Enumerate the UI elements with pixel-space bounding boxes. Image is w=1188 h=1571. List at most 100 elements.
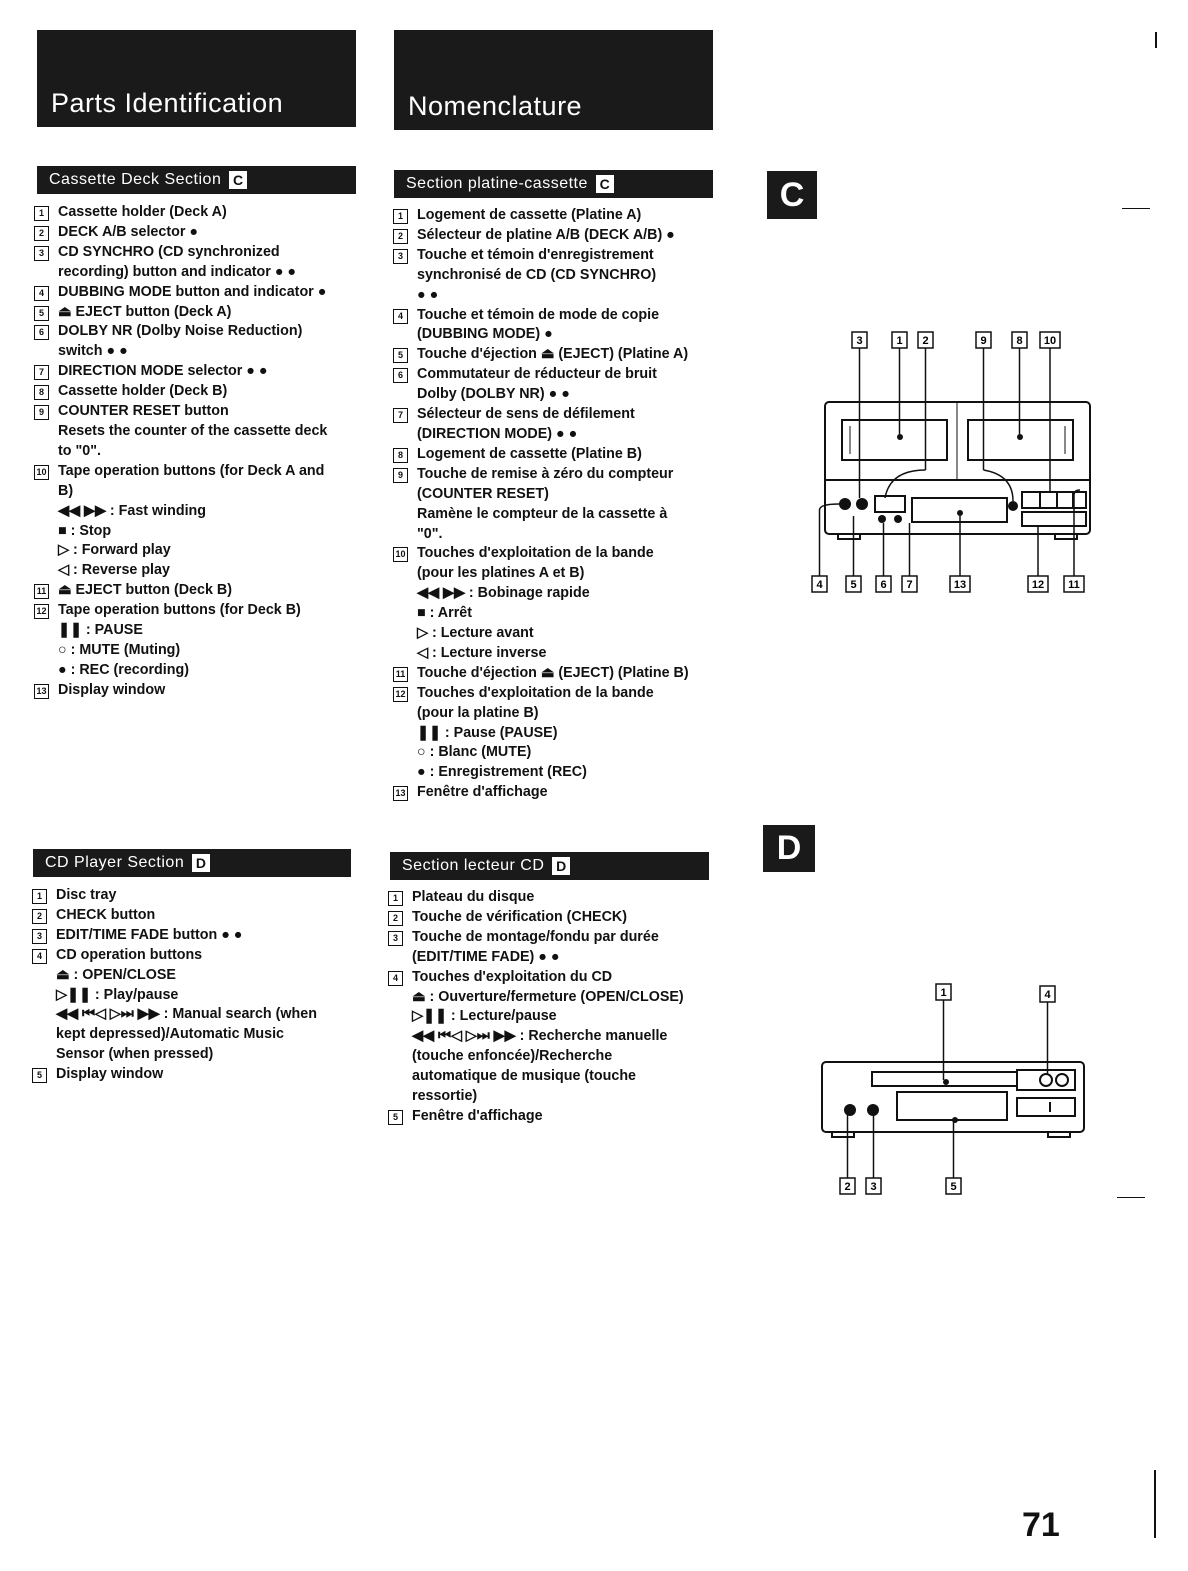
edge-dash-2 bbox=[1117, 1197, 1145, 1198]
svg-text:12: 12 bbox=[1032, 579, 1044, 591]
callout-bottom-2: 2 bbox=[839, 1177, 856, 1195]
item-text: kept depressed)/Automatic Music bbox=[56, 1026, 285, 1043]
item-number-box: 4 bbox=[393, 308, 408, 324]
item-text: Tape operation buttons (for Deck A and bbox=[58, 462, 325, 479]
item-number-box: 1 bbox=[34, 206, 49, 221]
item-text: (COUNTER RESET) bbox=[417, 485, 549, 502]
list-item: automatique de musique (touche bbox=[388, 1067, 733, 1087]
item-number-box: 10 bbox=[34, 464, 49, 480]
list-item: synchronisé de CD (CD SYNCHRO) bbox=[393, 266, 738, 286]
item-text: Commutateur de réducteur de bruit bbox=[417, 366, 657, 383]
svg-text:6: 6 bbox=[880, 579, 886, 591]
callout-bottom-13: 13 bbox=[949, 575, 971, 593]
list-item: to "0". bbox=[34, 442, 364, 462]
item-text: ◀◀ ▶▶ : Fast winding bbox=[58, 502, 207, 519]
list-item: ▷ : Forward play bbox=[34, 541, 364, 561]
item-text: Touche d'éjection ⏏ (EJECT) (Platine B) bbox=[417, 664, 689, 681]
cd-player-diagram: 1 4 2 3 5 bbox=[821, 983, 1085, 1195]
list-item: 4 Touche et témoin de mode de copie bbox=[393, 306, 738, 326]
list-item: (DIRECTION MODE) ● ● bbox=[393, 425, 738, 445]
edge-mark-bottom bbox=[1154, 1470, 1156, 1538]
item-text: Cassette holder (Deck A) bbox=[58, 204, 227, 220]
svg-text:13: 13 bbox=[954, 579, 966, 591]
item-text: DECK A/B selector ● bbox=[58, 223, 198, 240]
edge-dash-1 bbox=[1122, 208, 1150, 209]
list-item: ● ● bbox=[393, 286, 738, 306]
item-text: ▷❚❚ : Play/pause bbox=[56, 986, 179, 1003]
item-text: Resets the counter of the cassette deck bbox=[58, 422, 328, 439]
item-text: ⏏ : OPEN/CLOSE bbox=[56, 966, 176, 983]
list-item: ◁ : Reverse play bbox=[34, 561, 364, 581]
item-number-box: 9 bbox=[34, 405, 49, 421]
item-text: automatique de musique (touche bbox=[412, 1068, 637, 1085]
list-item: 1 Cassette holder (Deck A) bbox=[34, 203, 364, 223]
item-number-box: 1 bbox=[393, 209, 408, 224]
item-text: to "0". bbox=[58, 442, 101, 459]
item-number-box: 12 bbox=[34, 604, 49, 620]
item-text: synchronisé de CD (CD SYNCHRO) bbox=[417, 266, 657, 283]
item-number-box: 11 bbox=[34, 584, 49, 600]
item-number-box: 8 bbox=[34, 385, 49, 401]
list-item: (pour les platines A et B) bbox=[393, 564, 738, 584]
list-item: Dolby (DOLBY NR) ● ● bbox=[393, 385, 738, 405]
svg-text:1: 1 bbox=[896, 335, 902, 347]
svg-text:8: 8 bbox=[1016, 335, 1022, 347]
item-text: Logement de cassette (Platine B) bbox=[417, 445, 642, 462]
svg-text:9: 9 bbox=[980, 335, 986, 347]
svg-text:5: 5 bbox=[850, 579, 856, 591]
item-text: ▷ : Lecture avant bbox=[417, 625, 534, 642]
item-text: Touche de vérification (CHECK) bbox=[412, 908, 628, 925]
svg-text:4: 4 bbox=[1044, 989, 1051, 1001]
item-text: DUBBING MODE button and indicator ● bbox=[58, 283, 327, 300]
item-number-box: 2 bbox=[34, 225, 49, 241]
figure-letter-d: D bbox=[763, 825, 815, 872]
item-text: DIRECTION MODE selector ● ● bbox=[58, 363, 268, 380]
item-text: ■ : Arrêt bbox=[417, 605, 472, 622]
header-parts-identification: Parts Identification bbox=[37, 30, 356, 127]
item-text: Dolby (DOLBY NR) ● ● bbox=[417, 386, 570, 403]
item-text: Touches d'exploitation de la bande bbox=[417, 545, 654, 562]
callout-bottom-5: 5 bbox=[945, 1177, 962, 1195]
callout-bottom-6: 6 bbox=[875, 575, 892, 593]
svg-text:2: 2 bbox=[844, 1181, 850, 1193]
list-item: 2 DECK A/B selector ● bbox=[34, 223, 364, 243]
svg-text:10: 10 bbox=[1044, 335, 1056, 347]
item-text: "0". bbox=[417, 525, 443, 542]
list-item: ◁ : Lecture inverse bbox=[393, 644, 738, 664]
item-number-box: 6 bbox=[393, 368, 408, 384]
list-item: ■ : Arrêt bbox=[393, 604, 738, 624]
list-item: ◀◀ ▶▶ : Fast winding bbox=[34, 502, 364, 522]
section-title: Cassette Deck Section bbox=[49, 171, 222, 188]
item-text: ○ : MUTE (Muting) bbox=[58, 641, 181, 658]
item-text: CD SYNCHRO (CD synchronized bbox=[58, 243, 280, 260]
list-item: ▷❚❚ : Play/pause bbox=[32, 986, 362, 1006]
list-item: ◀◀ ⏮◁ ▷⏭ ▶▶ : Recherche manuelle bbox=[388, 1027, 733, 1047]
item-text: B) bbox=[58, 482, 74, 499]
list-item: Sensor (when pressed) bbox=[32, 1045, 362, 1065]
item-number-box: 3 bbox=[393, 248, 408, 264]
item-text: Touche et témoin de mode de copie bbox=[417, 306, 660, 323]
callout-bottom-3: 3 bbox=[865, 1177, 882, 1195]
item-text: ⏏ EJECT button (Deck A) bbox=[58, 303, 232, 320]
item-number-box: 4 bbox=[34, 285, 49, 301]
list-item: 6 Commutateur de réducteur de bruit bbox=[393, 365, 738, 385]
item-text: Plateau du disque bbox=[412, 889, 535, 905]
item-text: ● : REC (recording) bbox=[58, 661, 189, 678]
list-item: ▷ : Lecture avant bbox=[393, 624, 738, 644]
list-item: ● : Enregistrement (REC) bbox=[393, 763, 738, 783]
list-item: switch ● ● bbox=[34, 342, 364, 362]
